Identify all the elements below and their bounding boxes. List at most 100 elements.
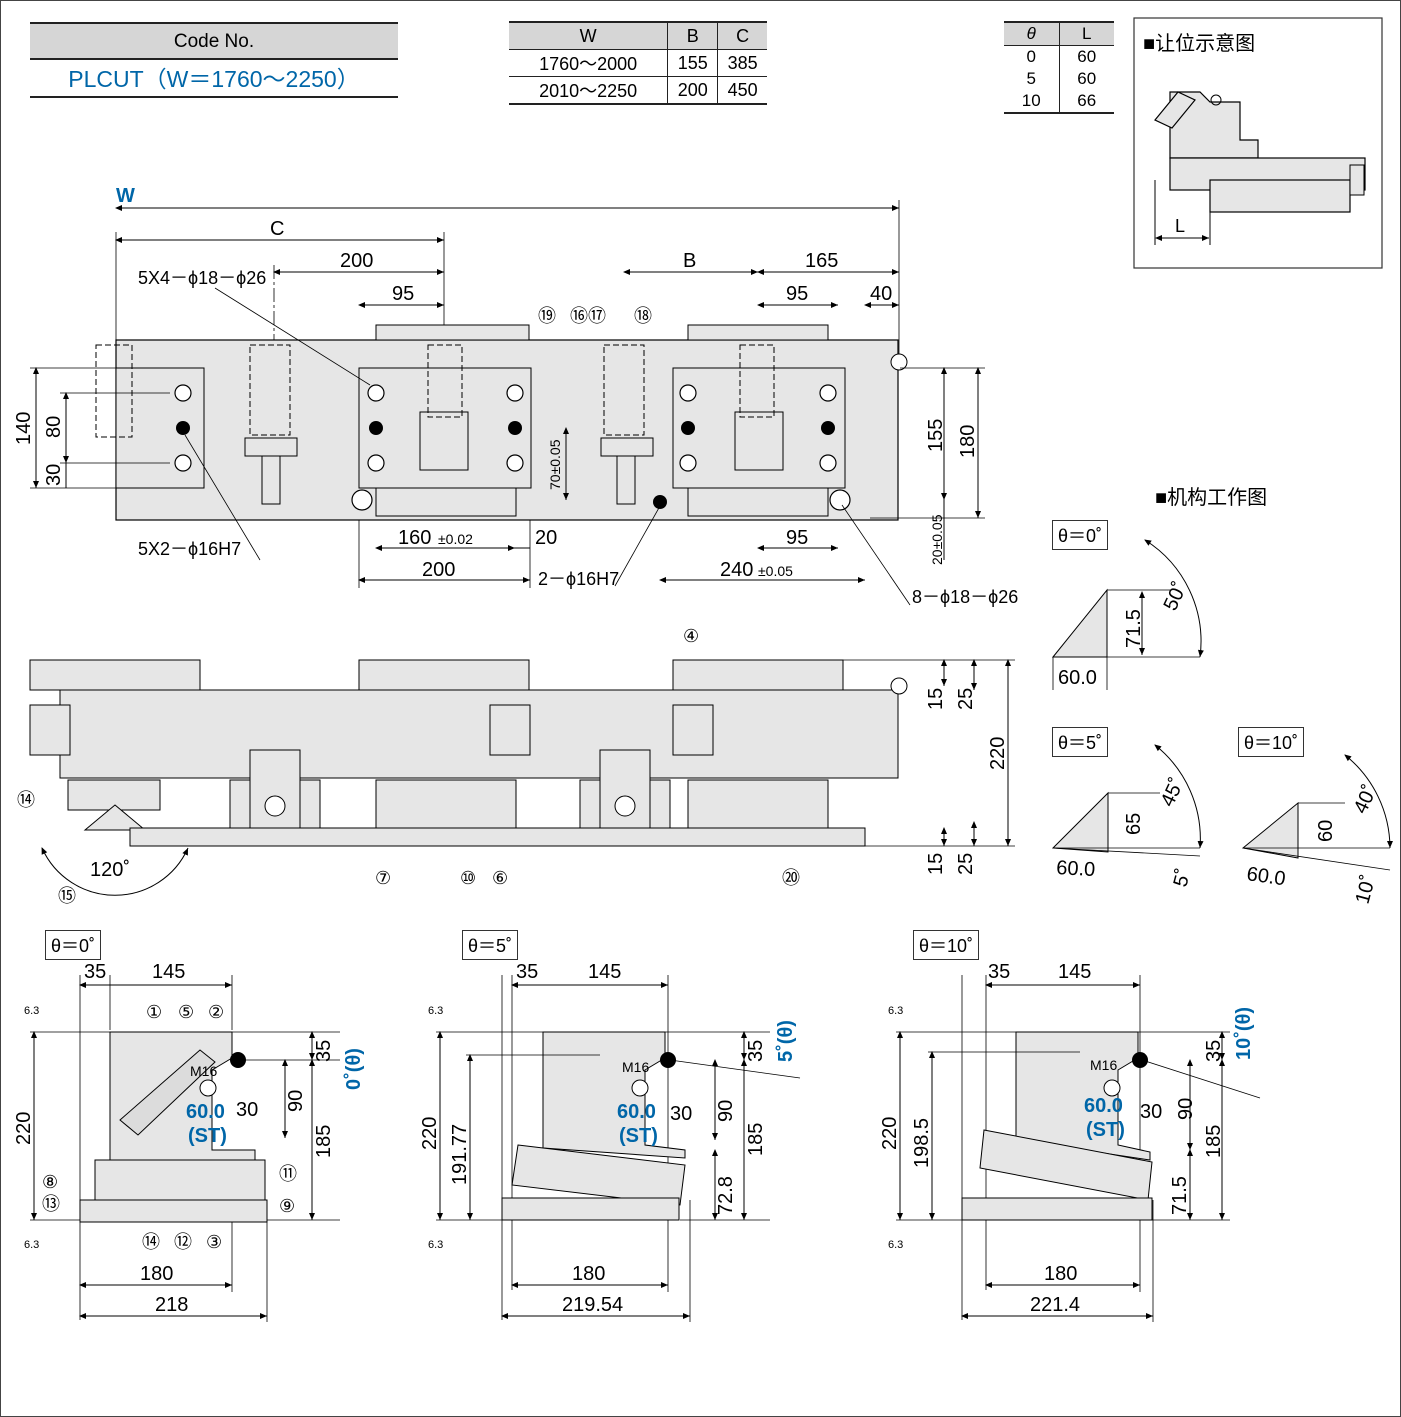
mech10-tilt: 10˚ <box>1352 873 1381 907</box>
dim-20h: 20 <box>535 527 557 549</box>
wbc-header-b: B <box>667 22 718 50</box>
side5-theta: 5˚(θ) <box>774 1020 797 1062</box>
mech-angle-0: θ＝0˚ <box>1052 520 1109 550</box>
side10-220: 220 <box>879 1117 901 1150</box>
dim-240-tol: ±0.05 <box>758 563 793 579</box>
side0-rough-bottom: 6.3 <box>24 1239 39 1251</box>
part-6: ⑥ <box>492 868 508 888</box>
side10-145: 145 <box>1058 961 1091 983</box>
mech0-swing: 50˚ <box>1160 579 1192 614</box>
side5-m16: M16 <box>622 1059 649 1075</box>
mech10-swing: 40˚ <box>1350 782 1382 817</box>
side-part-5: ⑤ <box>178 1002 194 1022</box>
side5-rough-bottom: 6.3 <box>428 1239 443 1251</box>
side-part-9: ⑨ <box>279 1196 295 1216</box>
angle-120: 120˚ <box>90 859 130 881</box>
side5-st-label: (ST) <box>619 1125 658 1147</box>
side-view-5: 35 145 M16 60.0 (ST) 30 220 191.77 35 90… <box>419 961 801 1322</box>
dim-180: 180 <box>957 425 979 458</box>
side10-rough-top: 6.3 <box>888 1005 903 1017</box>
side10-rough-bottom: 6.3 <box>888 1239 903 1251</box>
side10-30: 30 <box>1140 1101 1162 1123</box>
mech10-height: 60 <box>1315 820 1337 842</box>
side0-st: 60.0 <box>186 1101 225 1123</box>
dim-140: 140 <box>13 412 35 445</box>
mech5-height: 65 <box>1123 813 1145 835</box>
dim-80: 80 <box>43 416 65 438</box>
side-part-3: ③ <box>206 1232 222 1252</box>
side5-bottom1: 180 <box>572 1263 605 1285</box>
side5-728: 72.8 <box>715 1176 737 1215</box>
tl-cell: 5 <box>1026 69 1036 88</box>
tl-header-theta: θ <box>1004 22 1059 46</box>
part-18: ⑱ <box>634 306 652 326</box>
dim-155: 155 <box>925 419 947 452</box>
side5-rough-top: 6.3 <box>428 1005 443 1017</box>
tl-cell: 60 <box>1058 68 1114 90</box>
part-16-17: ⑯⑰ <box>570 306 606 326</box>
w-label: W <box>116 185 135 207</box>
side5-30: 30 <box>670 1103 692 1125</box>
dim-240: 240 <box>720 559 753 581</box>
side5-220: 220 <box>419 1117 441 1150</box>
dim-70: 70±0.05 <box>547 439 563 490</box>
code-box: Code No. PLCUT（W＝1760～2250） <box>30 22 398 98</box>
dim-30: 30 <box>43 464 65 486</box>
dim-15b: 15 <box>925 853 947 875</box>
side0-st-label: (ST) <box>188 1125 227 1147</box>
dim-c: C <box>270 218 284 240</box>
dim-160: 160 <box>398 527 431 549</box>
side5-st: 60.0 <box>617 1101 656 1123</box>
mech5-tilt: 5˚ <box>1170 866 1196 889</box>
side10-bottom1: 180 <box>1044 1263 1077 1285</box>
side-part-1: ① <box>146 1002 162 1022</box>
mech5-base: 60.0 <box>1056 857 1096 881</box>
part-14-front: ⑭ <box>17 790 35 810</box>
part-20: ⑳ <box>782 868 800 888</box>
side10-35r: 35 <box>1203 1040 1225 1062</box>
note-holes-d: 8－ϕ18－ϕ26 <box>912 587 1018 607</box>
mech5-swing: 45˚ <box>1157 775 1189 810</box>
dim-220: 220 <box>987 737 1009 770</box>
side-part-8: ⑧ <box>42 1172 58 1192</box>
mech-angle-5: θ＝5˚ <box>1052 727 1109 757</box>
side0-bottom2: 218 <box>155 1294 188 1316</box>
side-view-10: 35 145 M16 60.0 (ST) 30 220 198.5 35 90 … <box>879 961 1261 1322</box>
code-header: Code No. <box>30 22 398 60</box>
side10-st: 60.0 <box>1084 1095 1123 1117</box>
side0-35r: 35 <box>313 1040 335 1062</box>
dim-25b: 25 <box>955 853 977 875</box>
dim-15a: 15 <box>925 688 947 710</box>
side10-1985: 198.5 <box>911 1118 933 1168</box>
wbc-cell: 385 <box>717 49 767 77</box>
wbc-cell: 200 <box>667 76 718 104</box>
dim-95a: 95 <box>392 283 414 305</box>
dim-160-tol: ±0.02 <box>438 531 473 547</box>
side5-90: 90 <box>715 1100 737 1122</box>
side0-90: 90 <box>285 1090 307 1112</box>
wbc-cell: 1760～2000 <box>509 49 668 77</box>
side0-145: 145 <box>152 961 185 983</box>
mech0-height: 71.5 <box>1123 609 1145 648</box>
side-angle-0: θ＝0˚ <box>45 930 102 960</box>
side10-bottom2: 221.4 <box>1030 1294 1080 1316</box>
part-15: ⑮ <box>58 886 76 906</box>
side10-715: 71.5 <box>1169 1176 1191 1215</box>
wbc-header-c: C <box>717 22 767 50</box>
dim-b: B <box>683 250 696 272</box>
dim-200b: 200 <box>422 559 455 581</box>
part-4: ④ <box>683 626 699 646</box>
side5-bottom2: 219.54 <box>562 1294 623 1316</box>
dim-95c: 95 <box>786 527 808 549</box>
tl-header-l: L <box>1058 22 1114 46</box>
code-value: PLCUT（W＝1760～2250） <box>30 60 398 98</box>
note-holes-a: 5X4－ϕ18－ϕ26 <box>138 268 266 288</box>
wbc-cell: 155 <box>667 49 718 77</box>
side0-220: 220 <box>13 1112 35 1145</box>
side0-m16: M16 <box>190 1063 217 1079</box>
dim-40: 40 <box>870 283 892 305</box>
side5-19177: 191.77 <box>449 1124 471 1185</box>
top-view: W C 200 95 B 165 95 40 <box>13 185 1018 607</box>
